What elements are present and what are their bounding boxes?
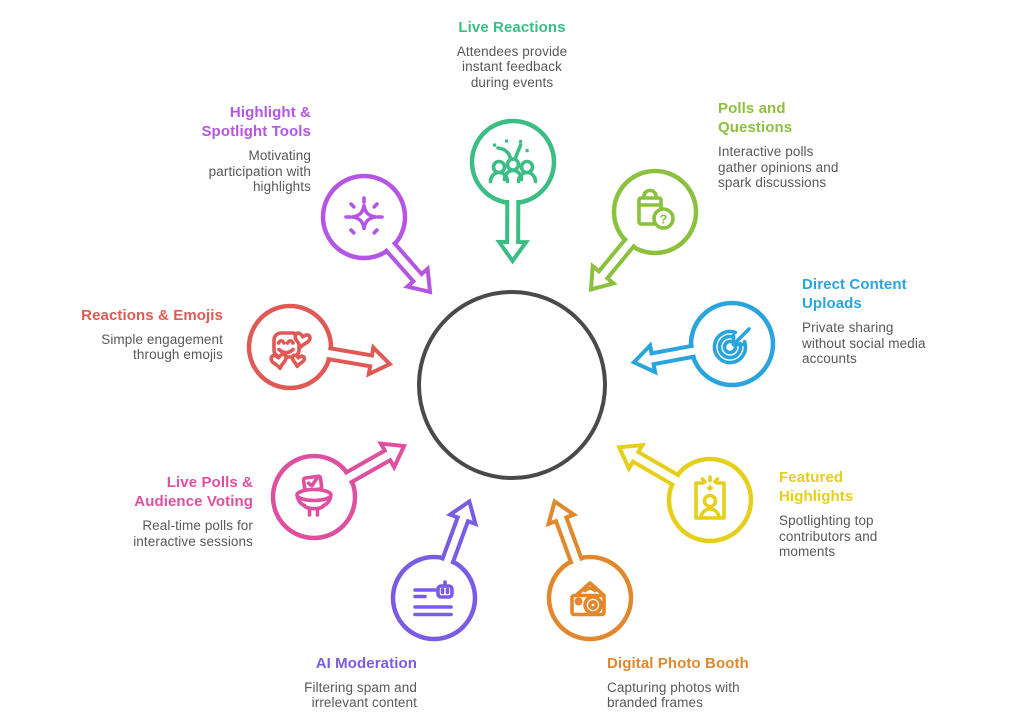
polls-and-questions-node: ? bbox=[588, 168, 699, 293]
featured-badge-icon bbox=[694, 475, 726, 520]
direct-content-uploads-node bbox=[630, 300, 776, 388]
featured-highlights-arrow bbox=[616, 442, 681, 488]
ai-moderation-circle bbox=[390, 554, 478, 642]
reactions-emojis-node bbox=[246, 303, 394, 391]
highlight-spotlight-tools-node bbox=[320, 173, 433, 295]
featured-highlights-circle bbox=[666, 456, 754, 544]
live-polls-audience-voting-arrow bbox=[343, 441, 408, 485]
live-reactions-node bbox=[469, 118, 557, 265]
live-reactions-arrow bbox=[495, 199, 531, 265]
target-arrow-icon bbox=[712, 327, 751, 365]
reactions-emojis-circle bbox=[246, 303, 334, 391]
live-polls-audience-voting-node bbox=[270, 441, 408, 541]
live-reactions-circle bbox=[469, 118, 557, 206]
polls-and-questions-arrow bbox=[588, 236, 637, 293]
svg-text:?: ? bbox=[660, 212, 668, 227]
central-circle bbox=[417, 290, 607, 480]
ai-moderation-node bbox=[390, 498, 479, 642]
sparkle-icon bbox=[344, 196, 384, 235]
highlight-spotlight-tools-circle bbox=[320, 173, 408, 261]
digital-photo-booth-arrow bbox=[545, 498, 584, 565]
ballot-box-icon bbox=[295, 474, 333, 517]
ai-moderation-arrow bbox=[440, 498, 479, 565]
reactions-emojis-arrow bbox=[326, 343, 394, 378]
poll-question-icon: ? bbox=[637, 188, 675, 230]
highlight-spotlight-tools-arrow bbox=[383, 240, 433, 295]
camera-icon bbox=[570, 581, 606, 617]
direct-content-uploads-arrow bbox=[630, 341, 697, 376]
ai-robot-lines-icon bbox=[413, 580, 454, 617]
emoji-hearts-icon bbox=[269, 331, 312, 371]
featured-highlights-node bbox=[616, 442, 754, 544]
audience-confetti-icon bbox=[488, 139, 538, 184]
digital-photo-booth-node bbox=[545, 498, 634, 642]
